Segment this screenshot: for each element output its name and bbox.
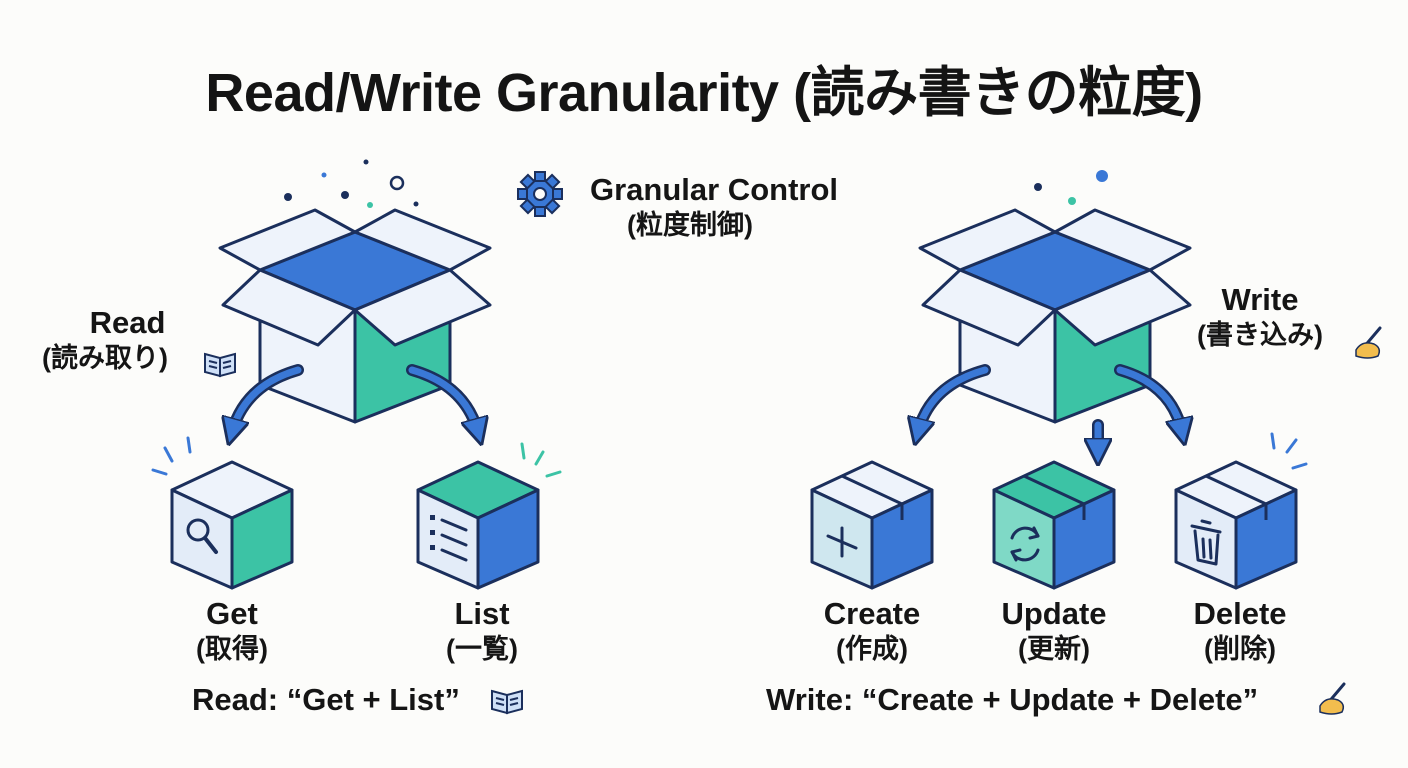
- granular-control-title: Granular Control: [589, 172, 838, 207]
- delete-label: Delete (削除): [1160, 596, 1320, 666]
- delete-title: Delete: [1193, 596, 1287, 631]
- update-label: Update (更新): [974, 596, 1134, 666]
- sparkle-lines-get: [151, 436, 192, 476]
- read-open-box: [218, 208, 492, 424]
- read-summary: Read: “Get + List”: [192, 682, 460, 717]
- delete-cube: [1174, 460, 1298, 590]
- page-title: Read/Write Granularity (読み書きの粒度): [205, 63, 1203, 123]
- open-book-icon: [491, 689, 523, 715]
- sparkle-lines-list: [520, 442, 562, 478]
- read-title: Read: [89, 305, 166, 340]
- sparkle-dots-left: [284, 159, 419, 208]
- write-title: Write: [1221, 282, 1299, 317]
- update-title: Update: [1001, 596, 1107, 631]
- list-title: List: [454, 596, 510, 631]
- trash-icon: [1190, 519, 1222, 566]
- update-cube: [992, 460, 1116, 590]
- get-label: Get (取得): [152, 596, 312, 666]
- create-label: Create (作成): [792, 596, 952, 666]
- create-title: Create: [823, 596, 921, 631]
- get-title: Get: [206, 596, 258, 631]
- sparkle-dots-right: [1034, 170, 1108, 205]
- sparkle-lines-delete: [1270, 432, 1308, 470]
- granular-control-sub: (粒度制御): [627, 210, 753, 240]
- open-book-icon: [204, 352, 236, 378]
- write-label: Write (書き込み): [1175, 282, 1345, 352]
- writing-hand-icon: [1355, 326, 1382, 359]
- delete-sub: (削除): [1204, 634, 1276, 664]
- refresh-icon: [1010, 526, 1040, 562]
- list-sub: (一覧): [446, 634, 518, 664]
- update-sub: (更新): [1018, 634, 1090, 664]
- write-open-box: [918, 208, 1192, 424]
- magnifier-icon: [186, 518, 218, 554]
- plus-icon: [826, 526, 858, 558]
- create-cube: [810, 460, 934, 590]
- list-cube: [416, 460, 540, 590]
- list-icon: [430, 515, 468, 562]
- flow-arrows: [232, 364, 1182, 452]
- granular-control-label: Granular Control (粒度制御): [510, 172, 870, 242]
- writing-hand-icon: [1319, 682, 1346, 715]
- write-summary: Write: “Create + Update + Delete”: [766, 682, 1259, 717]
- gear-icon: [517, 171, 563, 217]
- write-sub: (書き込み): [1197, 320, 1323, 350]
- get-sub: (取得): [196, 634, 268, 664]
- list-label: List (一覧): [402, 596, 562, 666]
- read-sub: (読み取り): [42, 343, 168, 373]
- create-sub: (作成): [836, 634, 908, 664]
- get-cube: [170, 460, 294, 590]
- read-label: Read (読み取り): [30, 305, 225, 375]
